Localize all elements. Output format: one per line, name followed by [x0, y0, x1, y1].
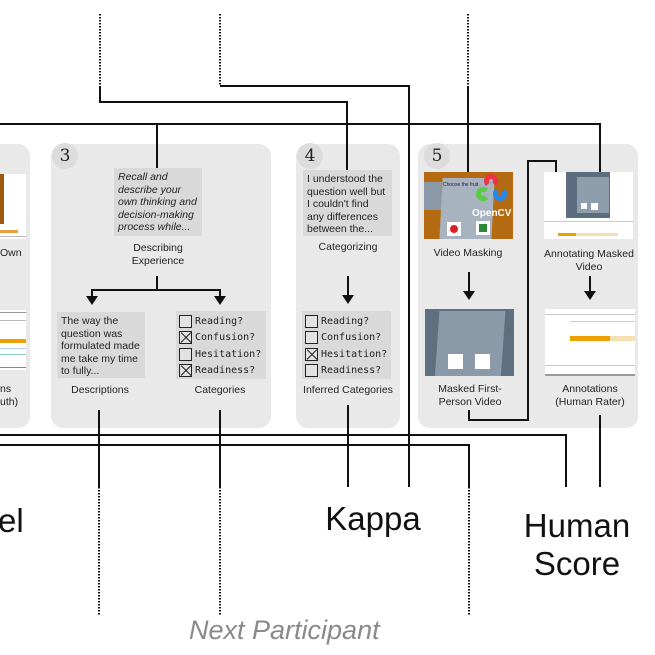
output-human-score: Human Score: [523, 507, 631, 582]
bus-bottom-2: [0, 444, 470, 487]
annotations-thumbnail: [545, 309, 635, 376]
unchecked-box-icon: [179, 314, 192, 328]
route-masked: [468, 160, 557, 421]
video-masking-overlay-text: Choose the fruit: [443, 182, 479, 188]
checklist-label: Readiness?: [195, 365, 256, 377]
categories-caption: Categories: [194, 384, 246, 396]
partial-video-thumbnail: [0, 174, 26, 239]
opencv-logo-green: [476, 187, 490, 201]
video-masking-caption: Video Masking: [433, 247, 503, 259]
categories-checklist: Reading? Confusion? Hesitation? Readiness?: [176, 311, 266, 379]
checklist-label: Hesitation?: [321, 348, 388, 360]
arrow-categories: [214, 296, 226, 305]
output-kappa: Kappa: [325, 500, 421, 537]
unchecked-box-icon: [305, 331, 318, 345]
unchecked-box-icon: [305, 364, 318, 378]
masked-video-caption: Masked First-Person Video: [438, 383, 502, 408]
categorizing-caption: Categorizing: [318, 241, 378, 253]
next-participant-label: Next Participant: [189, 615, 380, 645]
output-left-partial: el: [0, 502, 24, 539]
opencv-logo-red: [484, 174, 498, 188]
checklist-item: Confusion?: [179, 330, 263, 347]
checklist-label: Readiness?: [321, 365, 382, 377]
descriptions-caption: Descriptions: [71, 384, 129, 396]
arrow-inferred: [342, 295, 354, 304]
opencv-logo-blue: [493, 187, 507, 201]
arrowheads: [86, 291, 596, 305]
partial-annotation-thumbnail: [0, 310, 26, 370]
checklist-label: Reading?: [195, 315, 244, 327]
unchecked-box-icon: [179, 347, 192, 361]
checklist-item: Hesitation?: [179, 346, 263, 363]
checklist-label: Hesitation?: [195, 348, 262, 360]
partial-caption-bottom-1: ns: [0, 383, 12, 395]
checklist-label: Confusion?: [321, 332, 382, 344]
response-quote: I understood the question well but I cou…: [303, 170, 392, 236]
route-2: [220, 85, 410, 487]
fruit-card-right: [476, 221, 490, 235]
arrow-descriptions: [86, 296, 98, 305]
bus-bottom-1: [0, 434, 567, 487]
annotations-caption: Annotations (Human Rater): [555, 383, 625, 408]
checklist-label: Confusion?: [195, 332, 256, 344]
bus-top: [0, 123, 601, 172]
checklist-item: Readiness?: [179, 363, 263, 380]
step-number-4: 4: [297, 143, 323, 169]
inferred-categories-caption: Inferred Categories: [303, 384, 393, 396]
partial-caption-bottom-2: uth): [0, 396, 19, 408]
arrow-annotations: [584, 291, 596, 300]
description-quote: The way the question was formulated made…: [57, 312, 145, 378]
video-masking-thumbnail: Choose the fruit OpenCV: [424, 172, 513, 239]
checked-box-icon: [179, 331, 192, 345]
checklist-item: Reading?: [179, 313, 263, 330]
checked-box-icon: [179, 364, 192, 378]
arrow-masked-video: [463, 291, 475, 300]
prompt-quote: Recall and describe your own thinking an…: [114, 168, 202, 236]
annotating-caption: Annotating Masked Video: [544, 248, 634, 273]
annotating-thumbnail: [544, 172, 633, 239]
unchecked-box-icon: [305, 314, 318, 328]
describing-experience-caption: Describing Experience: [131, 242, 185, 267]
step-number-3: 3: [52, 143, 78, 169]
checklist-item: Reading?: [305, 313, 388, 330]
checklist-label: Reading?: [321, 315, 370, 327]
inferred-checklist: Reading? Confusion? Hesitation? Readiness?: [302, 311, 391, 379]
checklist-item: Readiness?: [305, 363, 388, 380]
checklist-item: Confusion?: [305, 330, 388, 347]
checklist-item: Hesitation?: [305, 346, 388, 363]
step-number-5: 5: [424, 143, 450, 169]
checked-box-icon: [305, 347, 318, 361]
fruit-card-left: [447, 222, 461, 236]
partial-caption-top: Own: [0, 247, 22, 259]
split-arrows: [91, 289, 221, 297]
masked-video-thumbnail: [425, 309, 514, 376]
route-1: [99, 86, 348, 170]
opencv-label: OpenCV: [472, 208, 512, 219]
